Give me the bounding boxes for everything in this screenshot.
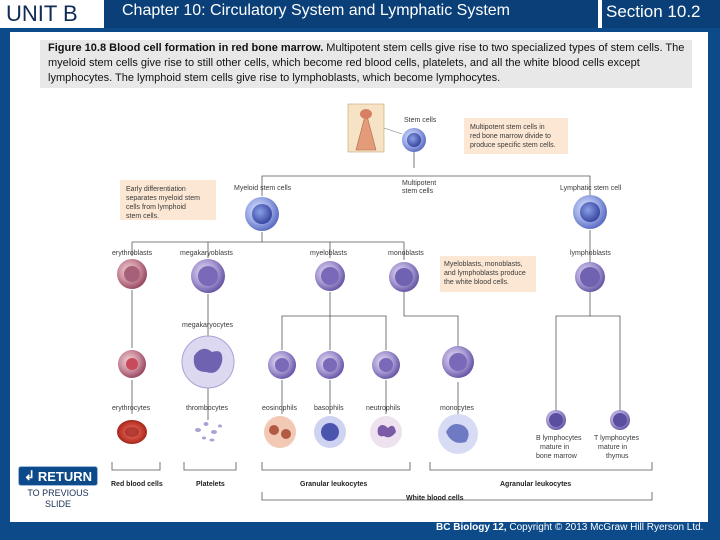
megakaryocyte-cell: [181, 335, 235, 389]
basophil-precursor-cell: [316, 351, 344, 379]
t-lymph-line3: thymus: [606, 453, 629, 460]
multipotent-note-line1: Multipotent stem cells in: [470, 124, 545, 131]
section-divider: [598, 0, 602, 28]
erythrocytes-label: erythrocytes: [112, 405, 151, 412]
neutrophils-label: neutrophils: [366, 405, 401, 412]
early-differentiation-note-box: [120, 180, 216, 220]
eosinophils-label: eosinophils: [262, 405, 298, 412]
group-white-blood-cells: White blood cells: [406, 495, 464, 502]
stem-cell: [402, 128, 426, 152]
return-button[interactable]: ↲ RETURN: [18, 466, 98, 486]
t-lymphocyte-cell: [610, 410, 630, 430]
footer-text: Copyright © 2013 McGraw Hill Ryerson Ltd…: [506, 522, 704, 533]
lymphoblast-cell: [575, 262, 605, 292]
early-note-line4: stem cells.: [126, 213, 159, 220]
neutrophil-cell: [370, 416, 402, 448]
group-red-blood-cells: Red blood cells: [111, 481, 163, 488]
chapter-title: Chapter 10: Circulatory System and Lymph…: [122, 2, 511, 19]
unit-label-box: UNIT B: [0, 0, 106, 28]
eosinophil-precursor-cell: [268, 351, 296, 379]
unit-label: UNIT B: [6, 1, 78, 26]
blast-note-line3: the white blood cells.: [444, 279, 509, 286]
monoblast-cell: [389, 262, 419, 292]
caption-text: Multipotent stem cells give rise to two …: [48, 42, 685, 84]
return-arrow-icon: ↲: [23, 468, 35, 483]
basophils-label: basophils: [314, 405, 344, 412]
return-sublabel: TO PREVIOUS SLIDE: [27, 488, 89, 509]
megakaryoblasts-label: megakaryoblasts: [180, 250, 233, 257]
group-agranular-leukocytes: Agranular leukocytes: [500, 481, 571, 488]
bone-marrow-illustration: [347, 103, 403, 153]
erythrocyte-cell: [117, 420, 147, 444]
connector-lines: [111, 142, 653, 501]
footer-bold: BC Biology 12,: [436, 522, 507, 533]
group-platelets: Platelets: [196, 481, 225, 488]
t-lymph-line2: mature in: [598, 444, 627, 451]
copyright-footer: BC Biology 12, Copyright © 2013 McGraw H…: [436, 522, 703, 533]
reticulocyte-cell: [118, 350, 146, 378]
basophil-cell: [314, 416, 346, 448]
group-granular-leukocytes: Granular leukocytes: [300, 481, 367, 488]
myeloid-stem-cell: [245, 197, 279, 231]
eosinophil-cell: [264, 416, 296, 448]
blast-note-box: [440, 256, 536, 292]
multipotent-label-line2: stem cells: [402, 188, 434, 195]
megakaryoblast-cell: [191, 259, 225, 293]
early-note-line2: separates myeloid stem: [126, 195, 200, 202]
lymphatic-stem-cell-label: Lymphatic stem cell: [560, 185, 622, 192]
myeloid-stem-cells-label: Myeloid stem cells: [234, 185, 292, 192]
monocyte-cell: [438, 414, 478, 454]
b-lymph-line3: bone marrow: [536, 453, 578, 460]
multipotent-note-box: [464, 118, 568, 154]
promonocyte-cell: [442, 346, 474, 378]
caption-bold: Figure 10.8 Blood cell formation in red …: [48, 42, 324, 54]
monocytes-label: monocytes: [440, 405, 474, 412]
megakaryocytes-label: megakaryocytes: [182, 322, 233, 329]
erythroblast-cell: [117, 259, 147, 289]
blast-note-line1: Myeloblasts, monoblasts,: [444, 261, 523, 268]
platelet-cluster: [195, 422, 222, 442]
figure-caption: Figure 10.8 Blood cell formation in red …: [40, 40, 692, 88]
b-lymph-line2: mature in: [540, 444, 569, 451]
multipotent-note-line2: red bone marrow divide to: [470, 133, 551, 140]
t-lymph-line1: T lymphocytes: [594, 435, 639, 442]
early-note-line1: Early differentiation: [126, 186, 186, 193]
b-lymph-line1: B lymphocytes: [536, 435, 582, 442]
section-label: Section 10.2: [606, 2, 701, 21]
early-note-line3: cells from lymphoid: [126, 204, 186, 211]
neutrophil-precursor-cell: [372, 351, 400, 379]
lymphoblasts-label: lymphoblasts: [570, 250, 611, 257]
stem-cells-label: Stem cells: [404, 117, 437, 124]
blast-note-line2: and lymphoblasts produce: [444, 270, 526, 277]
monoblasts-label: monoblasts: [388, 250, 424, 257]
erythroblasts-label: erythroblasts: [112, 250, 153, 257]
b-lymphocyte-cell: [546, 410, 566, 430]
return-label: RETURN: [37, 468, 93, 484]
lymphatic-stem-cell: [573, 195, 607, 229]
myeloblast-cell: [315, 261, 345, 291]
multipotent-note-line3: produce specific stem cells.: [470, 142, 556, 149]
multipotent-label-line1: Multipotent: [402, 180, 436, 187]
thrombocytes-label: thrombocytes: [186, 405, 229, 412]
myeloblasts-label: myeloblasts: [310, 250, 347, 257]
